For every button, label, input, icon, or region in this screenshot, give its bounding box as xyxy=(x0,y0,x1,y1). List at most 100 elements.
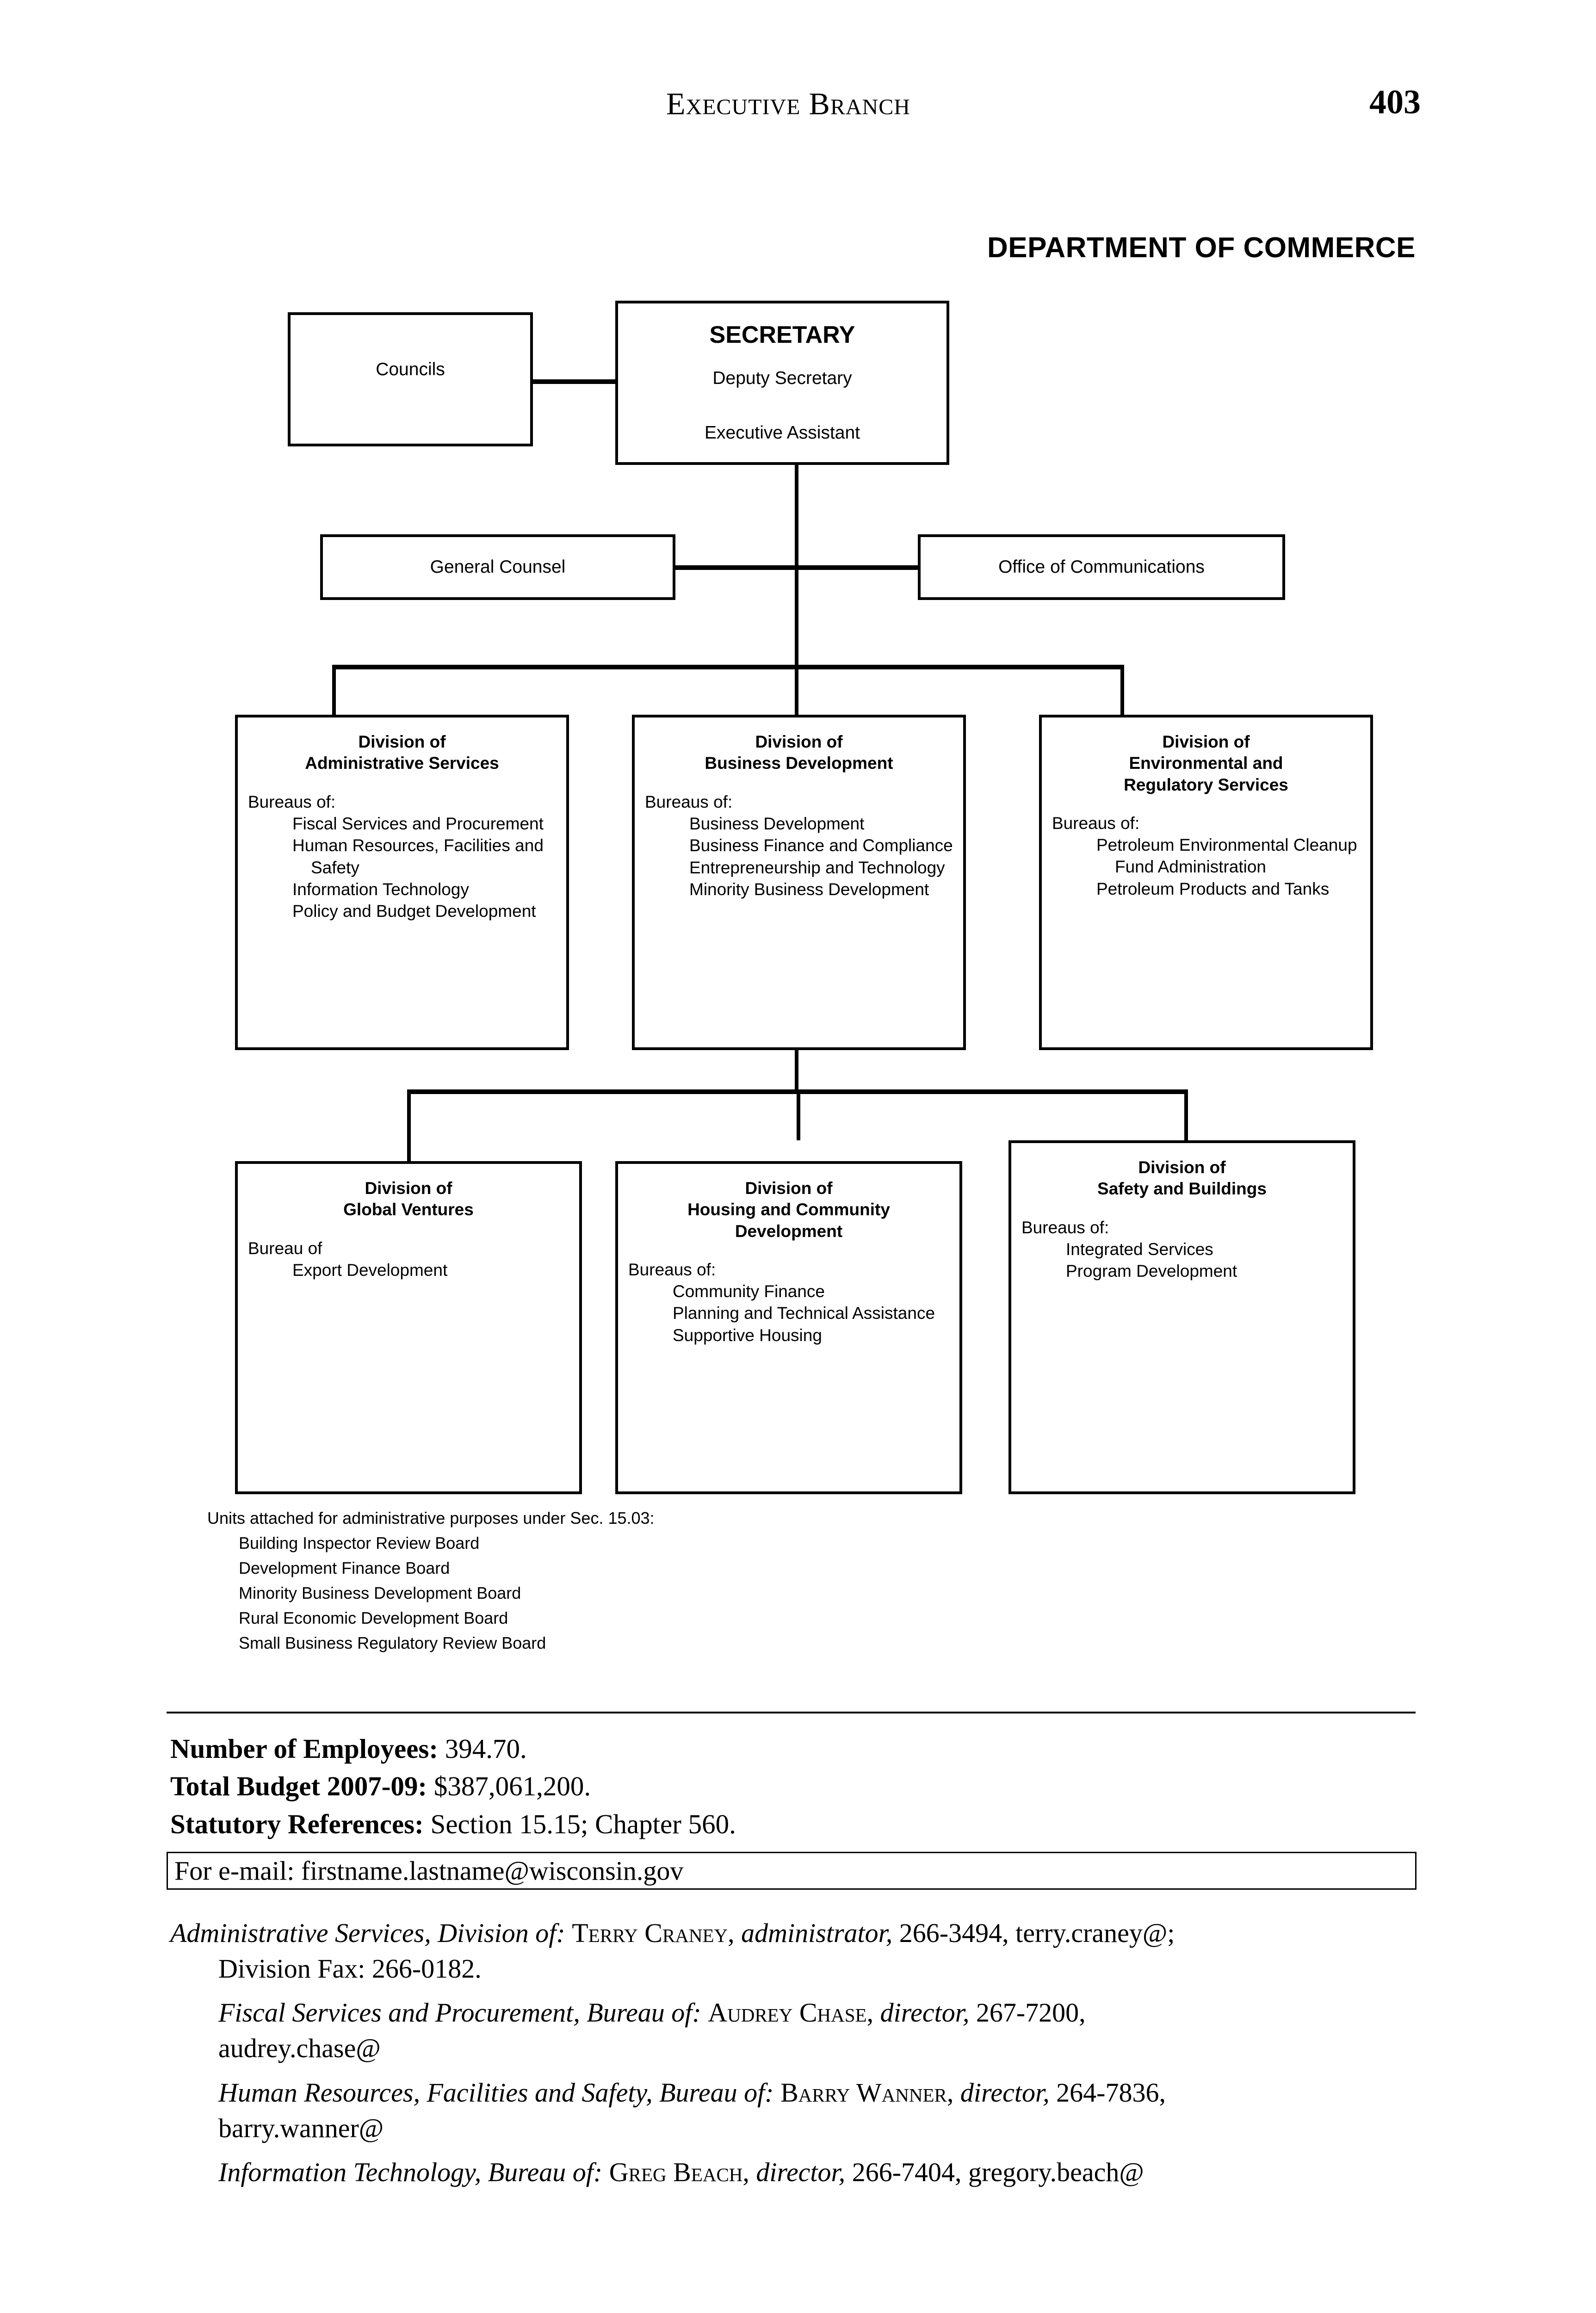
bureau-item: Integrated Services xyxy=(1066,1239,1213,1259)
directory-entry: Human Resources, Facilities and Safety, … xyxy=(170,2075,1419,2146)
statutory-value: Section 15.15; Chapter 560. xyxy=(430,1808,736,1839)
division-title: Division of xyxy=(1162,732,1250,751)
bureau-item: Information Technology xyxy=(292,879,469,899)
connector-row3-drop-left xyxy=(332,665,336,718)
office-of-communications-label: Office of Communications xyxy=(998,557,1205,577)
connector-councils xyxy=(533,379,667,384)
councils-box[interactable]: Councils xyxy=(288,312,533,446)
directory-entry: Information Technology, Bureau of: Greg … xyxy=(218,2157,1144,2187)
bureaus-lead: Bureaus of: xyxy=(1021,1218,1109,1237)
directory-unit: Administrative Services, Division of: xyxy=(170,1918,565,1948)
directory-extra: Division Fax: 266-0182. xyxy=(218,1954,482,1984)
division-box-business-development[interactable]: Division of Business Development Bureaus… xyxy=(632,715,966,1050)
division-title: Division of xyxy=(755,732,843,751)
bureau-item: Policy and Budget Development xyxy=(292,902,536,921)
attached-unit-item: Minority Business Development Board xyxy=(239,1583,521,1602)
directory-phone: 266-7404, xyxy=(852,2157,962,2187)
email-note-box: For e-mail: firstname.lastname@wisconsin… xyxy=(167,1852,1417,1890)
budget-label: Total Budget 2007-09: xyxy=(170,1771,427,1802)
bureau-item: Program Development xyxy=(1066,1262,1237,1281)
bureaus-lead: Bureaus of: xyxy=(1052,813,1140,833)
statutory-label: Statutory References: xyxy=(170,1808,424,1839)
connector-office-communications xyxy=(797,565,918,570)
division-box-safety-buildings[interactable]: Division of Safety and Buildings Bureaus… xyxy=(1008,1140,1355,1494)
bureau-item: Community Finance xyxy=(673,1282,825,1301)
bureaus-lead: Bureaus of: xyxy=(628,1260,716,1279)
attached-units: Units attached for administrative purpos… xyxy=(207,1506,994,1656)
budget-value: $387,061,200. xyxy=(433,1771,591,1802)
page-number: 403 xyxy=(1369,83,1421,121)
bureau-item: Planning and Technical Assistance xyxy=(673,1304,935,1323)
employees-label: Number of Employees: xyxy=(170,1733,439,1764)
directory-email: terry.craney@; xyxy=(1015,1918,1175,1948)
division-title: Division of xyxy=(745,1179,833,1198)
directory-email: audrey.chase@ xyxy=(218,2033,381,2064)
employees-value: 394.70. xyxy=(445,1733,527,1764)
division-box-administrative-services[interactable]: Division of Administrative Services Bure… xyxy=(235,715,569,1050)
office-of-communications-box[interactable]: Office of Communications xyxy=(918,534,1285,600)
general-counsel-label: General Counsel xyxy=(430,557,566,577)
directory-phone: 266-3494, xyxy=(899,1918,1009,1948)
directory-unit: Information Technology, Bureau of: xyxy=(218,2157,603,2187)
email-note-text: For e-mail: firstname.lastname@wisconsin… xyxy=(174,1855,684,1886)
directory-person: Audrey Chase xyxy=(708,1998,867,2028)
connector-secretary-trunk xyxy=(795,465,798,643)
attached-unit-item: Small Business Regulatory Review Board xyxy=(239,1633,546,1652)
bureau-item: Business Finance and Compliance xyxy=(689,836,953,855)
division-box-global-ventures[interactable]: Division of Global Ventures Bureau of Ex… xyxy=(235,1161,582,1494)
attached-unit-item: Development Finance Board xyxy=(239,1558,450,1577)
attached-units-heading: Units attached for administrative purpos… xyxy=(207,1509,655,1528)
division-box-environmental-regulatory-services[interactable]: Division of Environmental and Regulatory… xyxy=(1039,715,1373,1050)
directory-entry: Fiscal Services and Procurement, Bureau … xyxy=(170,1995,1419,2066)
division-title: Safety and Buildings xyxy=(1097,1179,1267,1199)
division-title: Division of xyxy=(1138,1158,1226,1177)
division-box-housing-community-development[interactable]: Division of Housing and Community Develo… xyxy=(615,1161,962,1494)
staff-directory: Administrative Services, Division of: Te… xyxy=(170,1915,1419,2198)
division-title: Development xyxy=(735,1221,843,1241)
attached-unit-item: Rural Economic Development Board xyxy=(239,1608,508,1627)
employees-row: Number of Employees: 394.70. xyxy=(170,1730,1419,1768)
running-head-title: Executive Branch xyxy=(666,86,910,121)
deputy-secretary-label: Deputy Secretary xyxy=(712,368,852,388)
bureau-item: Business Development xyxy=(689,814,865,833)
directory-email: gregory.beach@ xyxy=(968,2157,1144,2187)
division-title: Housing and Community xyxy=(687,1200,890,1219)
bureau-item: Fiscal Services and Procurement xyxy=(292,814,544,833)
general-counsel-box[interactable]: General Counsel xyxy=(320,534,675,600)
division-title: Business Development xyxy=(705,754,893,773)
directory-entry: Administrative Services, Division of: Te… xyxy=(170,1915,1419,1986)
division-title: Regulatory Services xyxy=(1124,775,1288,794)
budget-row: Total Budget 2007-09: $387,061,200. xyxy=(170,1768,1419,1805)
division-title: Division of xyxy=(358,732,446,751)
attached-unit-item: Building Inspector Review Board xyxy=(239,1534,480,1552)
department-title: DEPARTMENT OF COMMERCE xyxy=(987,232,1416,264)
bureau-item: Minority Business Development xyxy=(689,879,929,899)
connector-row4-bus-right xyxy=(797,1089,1188,1094)
connector-row4-drop-mid xyxy=(797,1089,800,1140)
directory-unit: Fiscal Services and Procurement, Bureau … xyxy=(218,1998,701,2028)
directory-phone: 267-7200, xyxy=(976,1998,1086,2028)
bureau-item: Petroleum Products and Tanks xyxy=(1096,879,1330,898)
connector-general-counsel xyxy=(675,565,797,570)
org-chart: Councils SECRETARY Deputy Secretary Exec… xyxy=(235,301,1373,1494)
section-divider xyxy=(167,1712,1416,1713)
connector-row4-bus xyxy=(407,1089,798,1094)
secretary-title: SECRETARY xyxy=(709,322,855,348)
division-title: Global Ventures xyxy=(343,1200,474,1219)
bureau-item: Entrepreneurship and Technology xyxy=(689,858,945,877)
division-title: Environmental and xyxy=(1129,754,1283,773)
statutory-row: Statutory References: Section 15.15; Cha… xyxy=(170,1806,1419,1843)
agency-statistics: Number of Employees: 394.70. Total Budge… xyxy=(170,1730,1419,1843)
connector-row3-bus xyxy=(332,665,1124,669)
connector-row3-drop-right xyxy=(1120,665,1124,718)
running-head: Executive Branch 403 xyxy=(0,83,1596,127)
directory-unit: Human Resources, Facilities and Safety, … xyxy=(218,2077,774,2108)
secretary-box[interactable]: SECRETARY Deputy Secretary Executive Ass… xyxy=(615,301,949,465)
division-title: Division of xyxy=(365,1179,452,1198)
executive-assistant-label: Executive Assistant xyxy=(705,423,860,443)
bureau-item: Petroleum Environmental Cleanup Fund Adm… xyxy=(1096,835,1357,877)
bureau-item: Supportive Housing xyxy=(673,1325,822,1345)
directory-role: director, xyxy=(960,2077,1050,2108)
directory-person: Barry Wanner xyxy=(780,2077,947,2108)
